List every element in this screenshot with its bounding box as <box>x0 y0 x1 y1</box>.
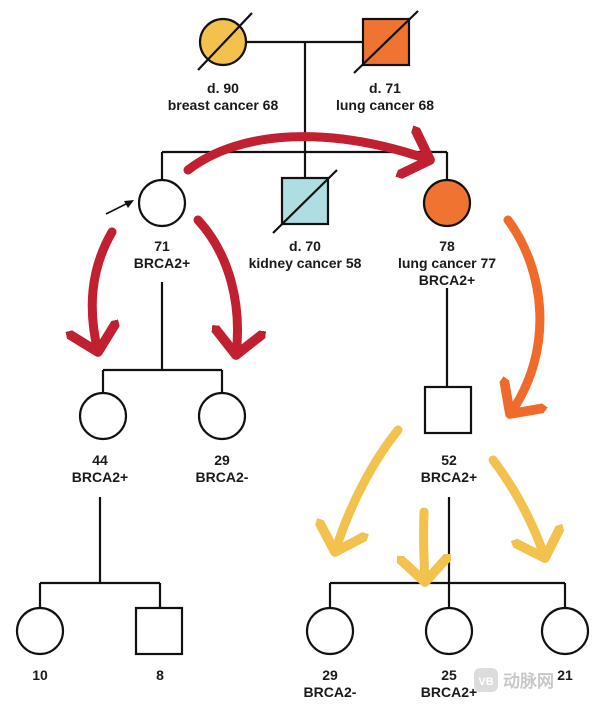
grandchild-1-circle <box>15 606 65 656</box>
aunt-cancer-label: lung cancer 77 <box>398 255 496 271</box>
cousin-child-3-circle <box>540 606 590 656</box>
uncle-cancer-label: kidney cancer 58 <box>249 255 362 271</box>
red-arrow-proband-to-aunt <box>183 137 430 170</box>
uncle-symbol <box>272 169 338 234</box>
aunt-age-label: 78 <box>439 238 455 254</box>
daughter-2-circle <box>197 391 247 441</box>
proband-arrow-icon <box>105 202 129 215</box>
daughter-2-age-label: 29 <box>214 452 230 468</box>
daughter-1-circle <box>78 391 128 441</box>
watermark-logo-text: VB <box>478 676 493 688</box>
grandmother-symbol <box>197 12 253 71</box>
grandchild-2-square <box>134 606 184 656</box>
red-arrow-proband-to-daughter-1 <box>92 227 112 352</box>
cousin-age-label: 52 <box>441 452 457 468</box>
cousin-child-1-circle <box>305 606 355 656</box>
cousin-child-2-age-label: 25 <box>441 667 457 683</box>
daughter-1-age-label: 44 <box>92 452 108 468</box>
proband-genotype-label: BRCA2+ <box>134 255 190 271</box>
yellow-arrow-cousin-to-child-1 <box>335 425 403 552</box>
uncle-death-label: d. 70 <box>289 238 321 254</box>
proband-age-label: 71 <box>154 238 170 254</box>
grandfather-death-label: d. 71 <box>369 80 401 96</box>
orange-arrow-aunt-to-cousin <box>508 215 540 414</box>
grandchild-2-age-label: 8 <box>156 667 164 683</box>
watermark-text: 动脉网 <box>503 671 554 691</box>
deceased-slash <box>353 10 419 74</box>
aunt-circle <box>422 178 472 228</box>
yellow-arrow-cousin-to-child-3 <box>488 455 545 558</box>
aunt-genotype-label: BRCA2+ <box>419 272 475 288</box>
proband-circle <box>137 178 187 228</box>
grandfather-cancer-label: lung cancer 68 <box>336 97 434 113</box>
grandchild-1-age-label: 10 <box>32 667 48 683</box>
daughter-1-genotype-label: BRCA2+ <box>72 469 128 485</box>
cousin-child-2-genotype-label: BRCA2+ <box>421 684 477 700</box>
daughter-2-genotype-label: BRCA2- <box>196 469 249 485</box>
cousin-child-1-age-label: 29 <box>322 667 338 683</box>
deceased-slash <box>197 12 253 71</box>
watermark-logo-badge <box>474 668 498 692</box>
grandmother-cancer-label: breast cancer 68 <box>168 97 279 113</box>
pedigree-lines <box>38 40 567 608</box>
aunt-symbol <box>422 178 472 228</box>
cousin-child-1-genotype-label: BRCA2- <box>304 684 357 700</box>
red-arrow-proband-to-daughter-2 <box>193 215 237 355</box>
deceased-slash <box>272 169 338 234</box>
cousin-genotype-label: BRCA2+ <box>421 469 477 485</box>
watermark: VB 动脉网 <box>474 668 554 692</box>
labels: d. 90 breast cancer 68 d. 71 lung cancer… <box>32 80 573 700</box>
proband-arrow-head <box>124 200 134 208</box>
cousin-square <box>423 385 473 435</box>
cousin-child-2-circle <box>424 606 474 656</box>
grandmother-death-label: d. 90 <box>207 80 239 96</box>
proband-symbol <box>105 178 187 228</box>
grandfather-symbol <box>353 10 419 74</box>
cousin-child-3-age-label: 21 <box>557 667 573 683</box>
yellow-arrow-cousin-to-child-2 <box>424 507 425 582</box>
inheritance-arrows <box>92 137 545 582</box>
